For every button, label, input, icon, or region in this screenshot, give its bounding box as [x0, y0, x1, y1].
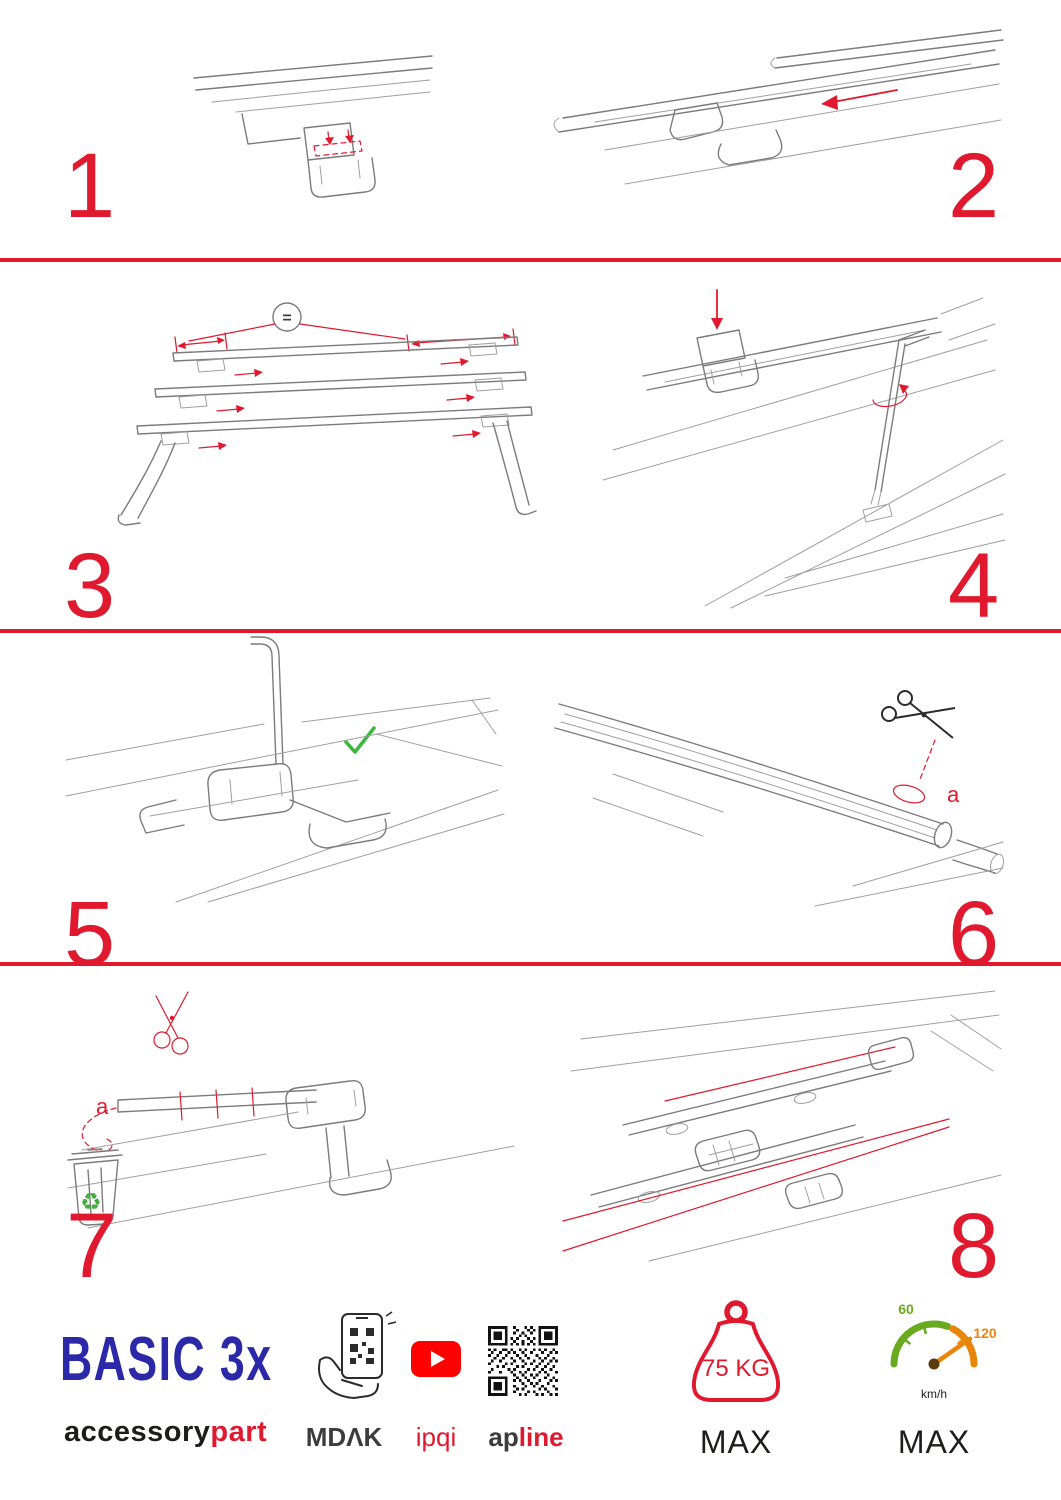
- insert-arrow: [711, 289, 723, 330]
- rotate-arrow: [872, 384, 909, 408]
- scissors-icon: [881, 690, 956, 739]
- section-divider: [0, 629, 1061, 633]
- step-5-illustration: [65, 636, 505, 903]
- partner-mdak-label: MDΛK: [305, 1422, 383, 1452]
- speed-unit-label: km/h: [921, 1387, 947, 1401]
- cut-label: a: [96, 1094, 109, 1119]
- product-name: BASIC 3x: [60, 1325, 273, 1394]
- section-divider: [0, 258, 1061, 262]
- max-speed-label: MAX: [897, 1424, 971, 1460]
- apline-black: ap: [488, 1422, 519, 1452]
- max-weight-label: MAX: [699, 1424, 773, 1460]
- brand-wordmark: accessorypart: [64, 1416, 267, 1449]
- scissors-icon: [153, 991, 189, 1055]
- step-8-illustration: [562, 990, 1002, 1262]
- step-3-number: 3: [64, 535, 115, 637]
- step-5-number: 5: [64, 883, 115, 985]
- speed-high-label: 120: [973, 1325, 997, 1341]
- section-divider: [0, 962, 1061, 966]
- phone-qr-icon: [318, 1311, 397, 1400]
- brand-black: accessory: [64, 1416, 211, 1448]
- step-1-illustration: [193, 55, 433, 198]
- hex-key-icon: [862, 329, 930, 523]
- adjust-arrows: [198, 358, 481, 450]
- trash-icon: [67, 1148, 123, 1226]
- step-4-number: 4: [948, 535, 999, 637]
- partner-ipqi-label: ipqi: [415, 1422, 457, 1452]
- check-icon: [344, 726, 376, 754]
- step-4-illustration: [602, 289, 1006, 609]
- apline-red: line: [518, 1422, 564, 1452]
- max-weight-value: 75 KG: [702, 1355, 770, 1382]
- step-2-number: 2: [948, 135, 999, 237]
- dimension-markers: [174, 328, 516, 354]
- qr-code: [488, 1326, 558, 1396]
- step-2-illustration: [553, 29, 1004, 185]
- speed-low-label: 60: [898, 1301, 914, 1317]
- youtube-icon: [411, 1341, 461, 1377]
- step-6-number: 6: [948, 883, 999, 985]
- recycle-icon: ♻: [80, 1188, 102, 1216]
- step-8-number: 8: [948, 1195, 999, 1297]
- brand-red: part: [210, 1416, 268, 1448]
- step-7-number: 7: [66, 1195, 117, 1297]
- step-1-number: 1: [64, 135, 115, 237]
- slide-arrow: [821, 89, 898, 110]
- partner-apline-label: apline: [478, 1422, 574, 1453]
- speedometer-icon: 60 120 km/h: [890, 1301, 997, 1401]
- alignment-lines: [562, 1118, 950, 1252]
- cut-label: a: [947, 782, 960, 807]
- step-3-illustration: =: [117, 302, 537, 526]
- step-7-illustration: a ♻: [67, 991, 515, 1229]
- step-6-illustration: a: [554, 690, 1004, 907]
- weight-icon: 75 KG: [692, 1300, 780, 1402]
- equal-spacing-symbol: =: [282, 310, 291, 327]
